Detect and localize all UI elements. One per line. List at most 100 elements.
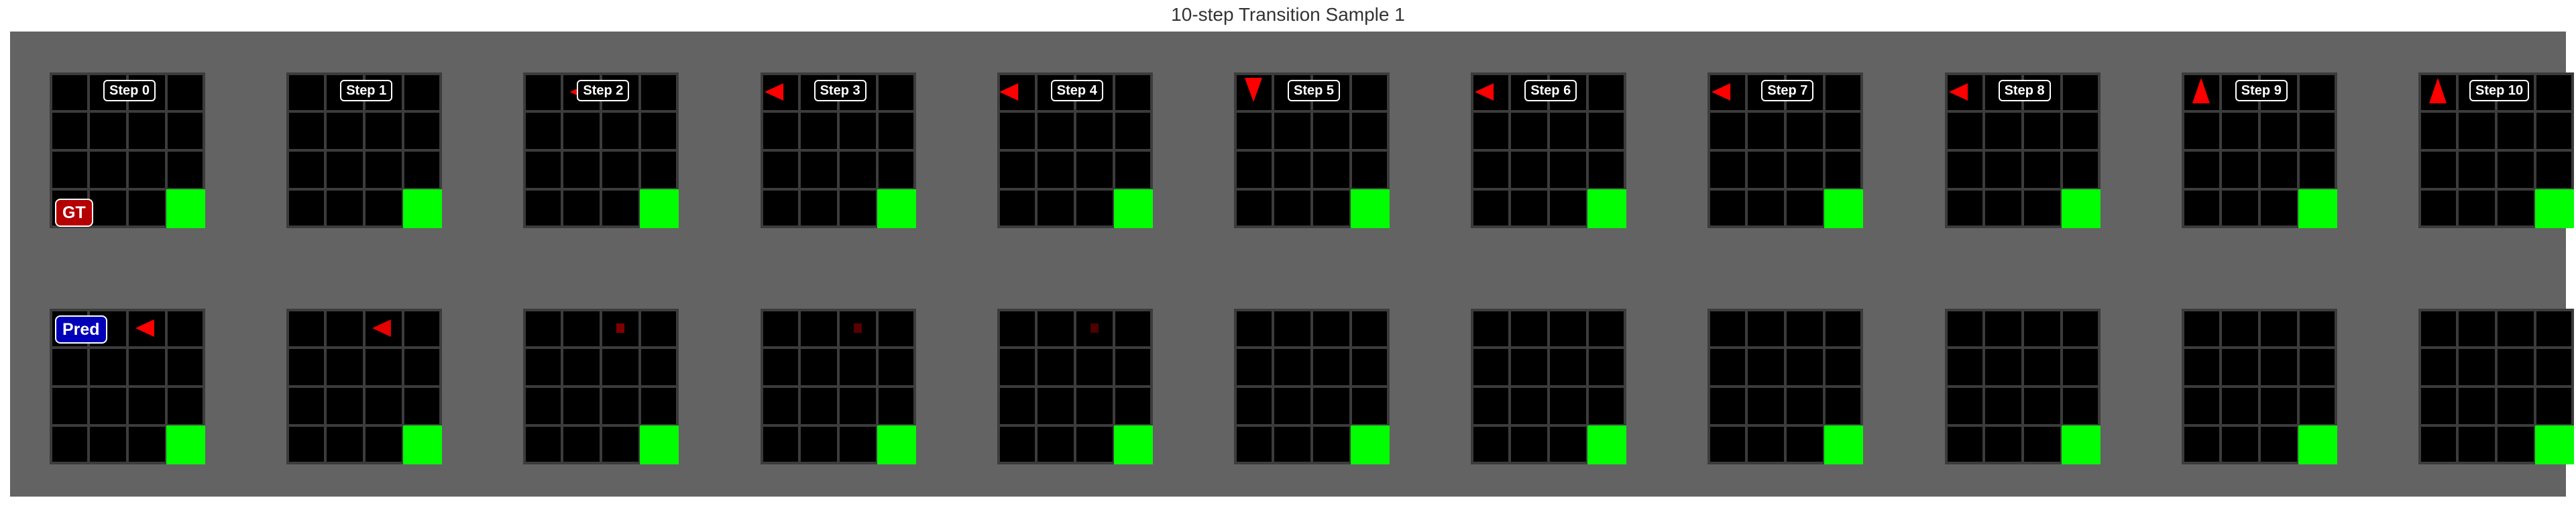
- grid-line-horizontal: [523, 188, 679, 191]
- goal-cell: [166, 189, 205, 228]
- grid-line-vertical: [1349, 72, 1352, 228]
- agent-marker: [616, 323, 625, 333]
- grid-line-horizontal: [760, 149, 916, 152]
- grid-line-horizontal: [286, 149, 443, 152]
- grid-line-vertical: [1112, 309, 1115, 464]
- grid-line-horizontal: [1471, 188, 1627, 191]
- grid-line-horizontal: [760, 188, 916, 191]
- grid-line-horizontal: [760, 462, 916, 464]
- gt-grid-step-8: Step 8: [1944, 72, 2101, 228]
- grid-line-vertical: [402, 309, 405, 464]
- step-label: Step 6: [1524, 80, 1577, 101]
- pred-grid-step-9: [2181, 309, 2337, 464]
- grid-line-horizontal: [997, 385, 1153, 388]
- grid-line-vertical: [2296, 72, 2300, 228]
- gt-grid-step-7: Step 7: [1707, 72, 1864, 228]
- grid-line-vertical: [2571, 72, 2574, 228]
- agent-marker: [2429, 78, 2447, 103]
- grid-line-horizontal: [2181, 149, 2337, 152]
- grid-line-vertical: [2334, 72, 2337, 228]
- pred-grid-step-4: [997, 309, 1153, 464]
- grid-line-vertical: [2097, 72, 2101, 228]
- gt-grid-step-10: Step 10: [2418, 72, 2574, 228]
- grid-line-horizontal: [523, 385, 679, 388]
- grid-line-horizontal: [1471, 225, 1627, 228]
- grid-line-vertical: [1586, 309, 1589, 464]
- grid-line-horizontal: [1471, 149, 1627, 152]
- agent-marker: [1475, 83, 1494, 101]
- grid-line-horizontal: [2418, 424, 2574, 427]
- grid-line-vertical: [2534, 72, 2536, 228]
- grid-line-horizontal: [50, 385, 205, 388]
- grid-line-horizontal: [1234, 385, 1390, 388]
- grid-line-horizontal: [1234, 462, 1390, 464]
- grid-line-horizontal: [2181, 188, 2337, 191]
- grid-line-horizontal: [50, 188, 205, 191]
- goal-cell: [2535, 189, 2574, 228]
- goal-cell: [877, 425, 916, 464]
- pred-grid-step-8: [1944, 309, 2101, 464]
- agent-marker: [999, 83, 1018, 101]
- grid-line-vertical: [1150, 72, 1153, 228]
- grid-line-horizontal: [1471, 462, 1627, 464]
- grid-line-horizontal: [50, 424, 205, 427]
- grid-line-vertical: [2097, 309, 2101, 464]
- goal-cell: [1113, 189, 1153, 228]
- grid-line-horizontal: [1707, 225, 1864, 228]
- grid-line-vertical: [203, 309, 205, 464]
- goal-cell: [1824, 189, 1864, 228]
- grid-line-vertical: [203, 72, 205, 228]
- goal-cell: [403, 425, 443, 464]
- grid-line-horizontal: [760, 424, 916, 427]
- grid-line-horizontal: [286, 188, 443, 191]
- grid-line-vertical: [1387, 309, 1390, 464]
- grid-line-horizontal: [2181, 385, 2337, 388]
- gt-grid-step-3: Step 3: [760, 72, 916, 228]
- pred-grid-step-1: [286, 309, 443, 464]
- grid-line-horizontal: [1234, 149, 1390, 152]
- grid-line-horizontal: [286, 424, 443, 427]
- grid-line-horizontal: [50, 462, 205, 464]
- agent-marker: [2192, 78, 2210, 103]
- grid-line-vertical: [875, 309, 879, 464]
- goal-cell: [166, 425, 205, 464]
- grid-line-horizontal: [2418, 225, 2574, 228]
- grid-line-horizontal: [1234, 225, 1390, 228]
- grid-line-horizontal: [286, 225, 443, 228]
- goal-cell: [1587, 425, 1627, 464]
- grid-line-horizontal: [286, 385, 443, 388]
- grid-line-horizontal: [997, 149, 1153, 152]
- step-label: Step 9: [2235, 80, 2288, 101]
- goal-cell: [2298, 425, 2337, 464]
- grid-line-vertical: [1860, 309, 1864, 464]
- pred-grid-step-3: [760, 309, 916, 464]
- grid-line-horizontal: [50, 225, 205, 228]
- grid-line-vertical: [913, 72, 916, 228]
- grid-line-horizontal: [286, 462, 443, 464]
- grid-line-vertical: [1586, 72, 1589, 228]
- grid-line-horizontal: [1707, 424, 1864, 427]
- agent-marker: [1948, 83, 1968, 101]
- gt-grid-step-1: Step 1: [286, 72, 443, 228]
- grid-line-horizontal: [1471, 385, 1627, 388]
- grid-line-vertical: [2060, 309, 2063, 464]
- grid-line-horizontal: [2418, 462, 2574, 464]
- step-label: Step 5: [1288, 80, 1341, 101]
- step-label: Step 0: [103, 80, 156, 101]
- grid-line-horizontal: [2418, 188, 2574, 191]
- goal-cell: [403, 189, 443, 228]
- pred-grid-step-10: [2418, 309, 2574, 464]
- grid-line-horizontal: [1944, 225, 2101, 228]
- grid-line-horizontal: [2181, 462, 2337, 464]
- agent-marker: [853, 323, 862, 333]
- pred-grid-step-6: [1471, 309, 1627, 464]
- grid-line-vertical: [1349, 309, 1352, 464]
- grid-line-horizontal: [1707, 385, 1864, 388]
- grid-line-horizontal: [1234, 188, 1390, 191]
- grid-line-vertical: [439, 309, 443, 464]
- goal-cell: [2061, 425, 2101, 464]
- goal-cell: [2061, 189, 2101, 228]
- agent-marker: [764, 83, 783, 101]
